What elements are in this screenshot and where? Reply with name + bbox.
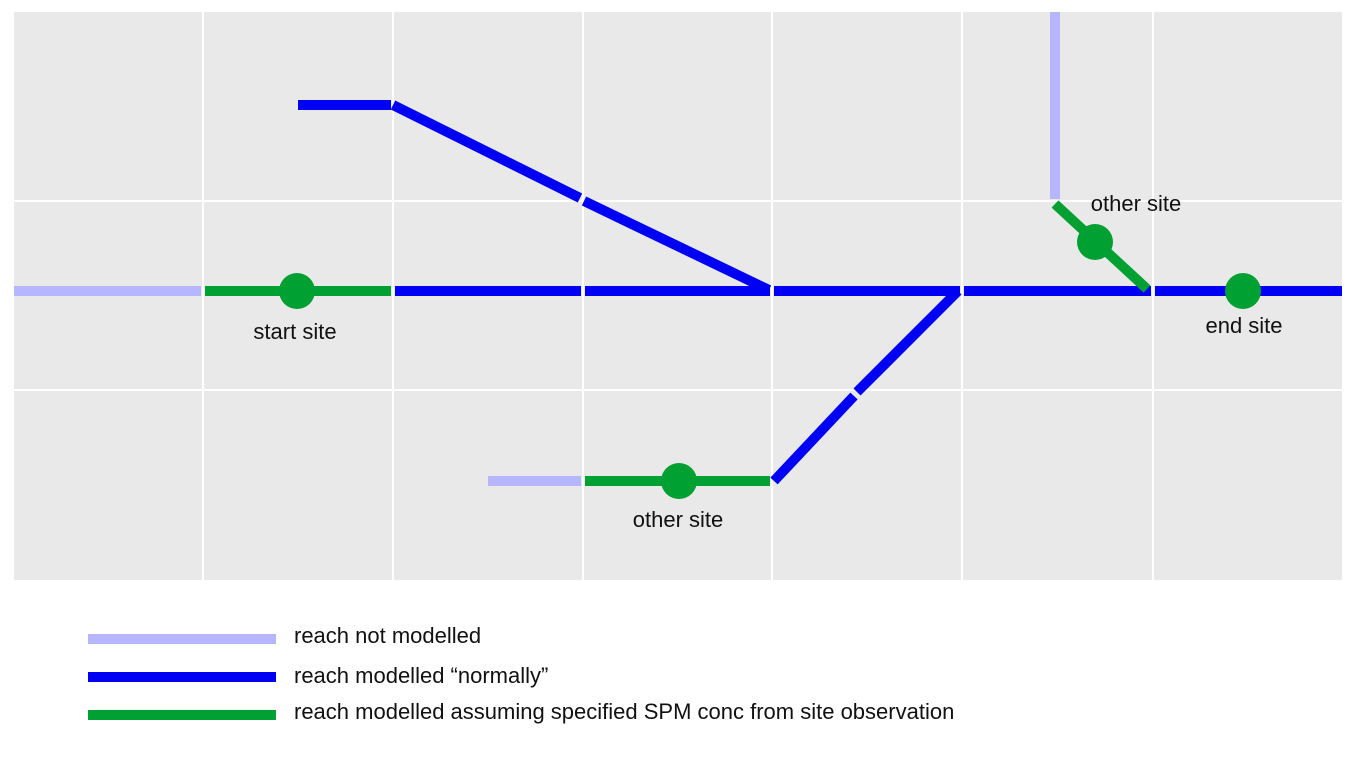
site-label-other-bottom: other site — [633, 507, 724, 532]
site-marker-end — [1225, 273, 1261, 309]
reach-modelled-normally — [390, 100, 583, 203]
legend: reach not modelled reach modelled “norma… — [88, 623, 954, 724]
site-marker-other-bottom — [661, 463, 697, 499]
site-label-end: end site — [1205, 313, 1282, 338]
reach-modelled-normally — [853, 287, 962, 396]
reaches-modelled-normally — [298, 100, 1342, 485]
site-marker-start — [279, 273, 315, 309]
grid-lines — [14, 12, 1342, 580]
site-label-other-top-right: other site — [1091, 191, 1182, 216]
reaches-not-modelled — [14, 12, 1060, 486]
legend-label-modelled-normally: reach modelled “normally” — [294, 663, 548, 688]
legend-label-not-modelled: reach not modelled — [294, 623, 481, 648]
site-label-start: start site — [253, 319, 336, 344]
legend-label-modelled-site-observation: reach modelled assuming specified SPM co… — [294, 699, 954, 724]
site-markers — [279, 224, 1261, 499]
site-marker-other-top-right — [1077, 224, 1113, 260]
reach-modelled-normally — [581, 196, 772, 295]
reach-modelled-normally — [770, 392, 858, 485]
